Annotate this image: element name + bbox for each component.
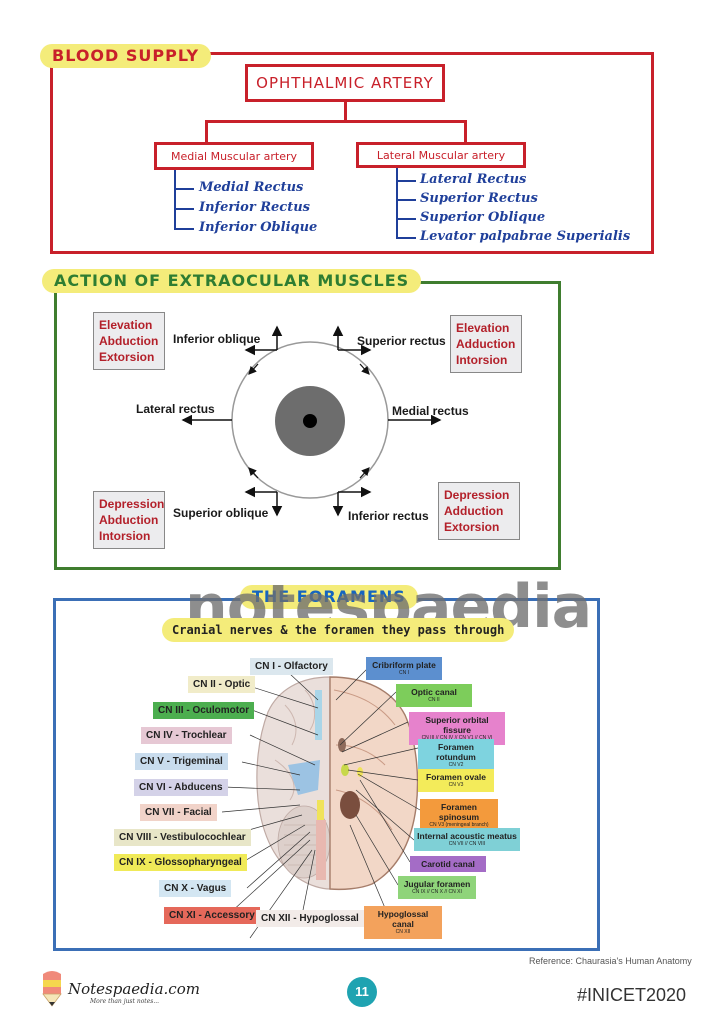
nerve-label: CN X - Vagus bbox=[159, 880, 232, 897]
action-text: Intorsion bbox=[456, 353, 508, 367]
action-box-top-left: Elevation Abduction Extorsion bbox=[93, 312, 165, 370]
tree-connector bbox=[344, 102, 347, 122]
action-box-bottom-left: Depression Abduction Intorsion bbox=[93, 491, 165, 549]
action-box-top-right: Elevation Adduction Intorsion bbox=[450, 315, 522, 373]
inferior-rectus-label: Inferior rectus bbox=[348, 509, 429, 523]
action-text: Adduction bbox=[444, 504, 504, 518]
action-text: Elevation bbox=[99, 318, 153, 332]
pupil bbox=[303, 414, 317, 428]
blood-supply-heading: BLOOD SUPPLY bbox=[40, 44, 212, 68]
list-connector bbox=[396, 199, 416, 201]
skull-base-illustration bbox=[221, 667, 421, 939]
action-text: Depression bbox=[99, 497, 165, 511]
list-item: Superior Rectus bbox=[420, 191, 538, 206]
list-connector bbox=[174, 208, 194, 210]
nerve-label: CN V - Trigeminal bbox=[135, 753, 228, 770]
nerve-label: CN IV - Trochlear bbox=[141, 727, 232, 744]
tree-connector bbox=[205, 120, 208, 142]
medial-rectus-label: Medial rectus bbox=[392, 404, 469, 418]
action-text: Extorsion bbox=[99, 350, 155, 364]
list-connector bbox=[174, 188, 194, 190]
inferior-oblique-label: Inferior oblique bbox=[173, 332, 261, 346]
action-text: Intorsion bbox=[99, 529, 151, 543]
lateral-muscular-artery-box: Lateral Muscular artery bbox=[356, 142, 526, 168]
action-text: Abduction bbox=[99, 334, 159, 348]
list-connector bbox=[396, 237, 416, 239]
action-box-bottom-right: Depression Adduction Extorsion bbox=[438, 482, 520, 540]
nerve-label: CN XI - Accessory bbox=[164, 907, 260, 924]
eye-diagram bbox=[181, 325, 442, 517]
brand-tagline: More than just notes... bbox=[90, 998, 160, 1005]
nerve-label: CN VI - Abducens bbox=[134, 779, 228, 796]
list-item: Inferior Rectus bbox=[199, 200, 310, 215]
action-text: Extorsion bbox=[444, 520, 500, 534]
list-item: Medial Rectus bbox=[199, 180, 304, 195]
foramen-label: Carotid canal bbox=[410, 856, 486, 872]
list-connector bbox=[174, 228, 194, 230]
superior-oblique-label: Superior oblique bbox=[173, 506, 269, 520]
action-text: Abduction bbox=[99, 513, 159, 527]
tree-connector bbox=[205, 120, 467, 123]
list-connector bbox=[396, 168, 398, 238]
nerve-label: CN IX - Glossopharyngeal bbox=[114, 854, 247, 871]
blood-supply-section bbox=[50, 52, 654, 254]
list-item: Levator palpabrae Superialis bbox=[420, 229, 631, 244]
list-connector bbox=[396, 180, 416, 182]
nerve-label: CN II - Optic bbox=[188, 676, 256, 693]
page-number: 11 bbox=[347, 977, 377, 1007]
lateral-rectus-label: Lateral rectus bbox=[136, 402, 215, 416]
list-connector bbox=[396, 218, 416, 220]
list-item: Superior Oblique bbox=[420, 210, 546, 225]
ophthalmic-artery-box: OPHTHALMIC ARTERY bbox=[245, 64, 445, 102]
brand-name: Notespaedia.com bbox=[68, 980, 200, 998]
nerve-label: CN VII - Facial bbox=[140, 804, 217, 821]
list-connector bbox=[174, 170, 176, 230]
list-item: Inferior Oblique bbox=[199, 220, 318, 235]
superior-rectus-label: Superior rectus bbox=[357, 334, 446, 348]
nerve-label: CN III - Oculomotor bbox=[153, 702, 255, 719]
nerve-label: CN XII - Hypoglossal bbox=[256, 910, 364, 927]
reference-note: Reference: Chaurasia's Human Anatomy bbox=[529, 956, 692, 966]
action-text: Adduction bbox=[456, 337, 516, 351]
action-text: Depression bbox=[444, 488, 510, 502]
hashtag: #INICET2020 bbox=[577, 985, 687, 1005]
tree-connector bbox=[464, 120, 467, 142]
list-item: Lateral Rectus bbox=[420, 172, 527, 187]
action-text: Elevation bbox=[456, 321, 510, 335]
foramens-heading: THE FORAMENS bbox=[240, 585, 418, 609]
medial-muscular-artery-box: Medial Muscular artery bbox=[154, 142, 314, 170]
foramens-subtitle: Cranial nerves & the foramen they pass t… bbox=[162, 618, 515, 642]
nerve-label: CN I - Olfactory bbox=[250, 658, 333, 675]
actions-heading: ACTION OF EXTRAOCULAR MUSCLES bbox=[42, 269, 422, 293]
pencil-logo-icon bbox=[42, 971, 62, 1007]
nerve-label: CN VIII - Vestibulocochlear bbox=[114, 829, 251, 846]
